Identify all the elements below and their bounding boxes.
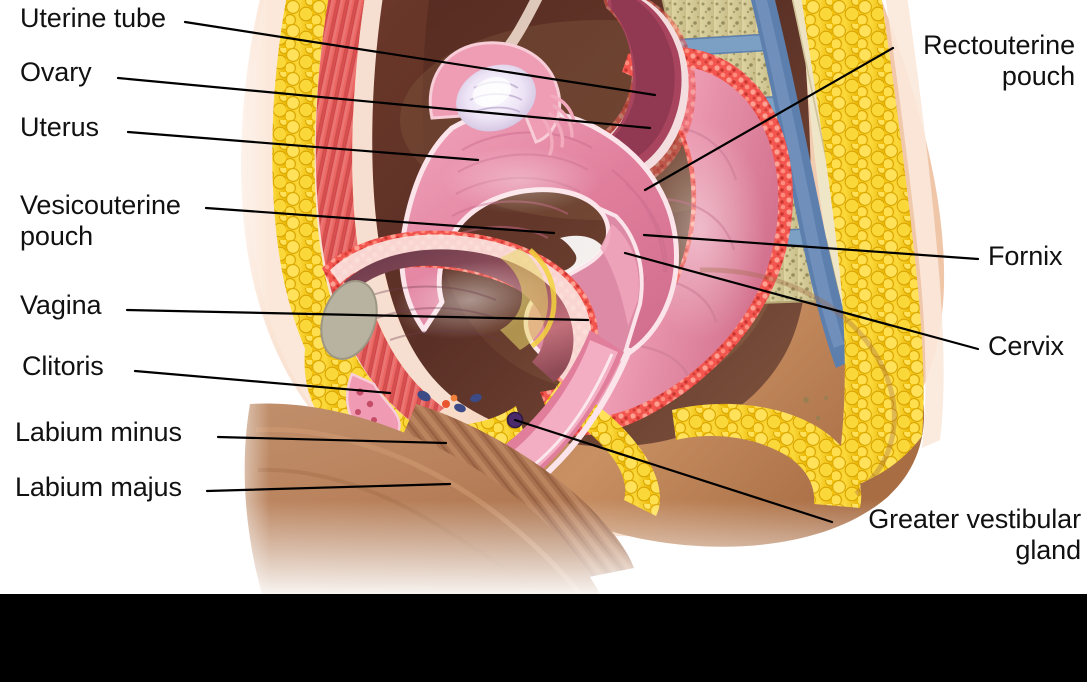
bowel-loop-shading [588,0,675,166]
posterior-fat-pad [801,0,924,492]
ovary-highlight [472,77,512,107]
leader-labium-majus [205,482,452,493]
leader-uterus [126,130,480,162]
label-uterus: Uterus [20,112,99,142]
pubic-bone [320,280,378,360]
illustration-area [0,0,1087,594]
buttock-contour [699,267,897,496]
pelvis-sagittal-illustration [0,0,1087,594]
peritoneum-line [353,0,456,408]
label-greater-vestibular-gland: Greater vestibular gland [868,504,1081,565]
uterus-highlight [440,146,600,214]
left-white-margin [0,0,236,594]
vesicouterine-pouch-line [528,248,557,349]
label-labium-minus: Labium minus [15,417,182,447]
label-cervix: Cervix [988,331,1064,361]
leader-greater-vestibular-gland [513,418,834,524]
leader-lines [116,20,980,524]
vesicouterine-pouch [500,248,548,350]
leader-rectouterine-pouch [643,46,895,192]
fascia-layer [247,0,402,468]
leader-fornix [642,233,980,261]
label-vagina: Vagina [20,290,102,320]
leader-labium-minus [216,435,448,445]
right-white-margin [946,0,1087,594]
ischiorectal-fat [672,403,862,508]
left-edge-fade [236,0,270,594]
leader-cervix [623,251,980,351]
label-labium-majus: Labium majus [15,472,182,502]
label-clitoris: Clitoris [22,351,104,381]
leader-clitoris [133,369,392,395]
leader-uterine-tube [183,20,657,97]
leader-ovary [116,76,652,130]
bottom-letterbox-bar [0,594,1087,682]
leader-vesicouterine-pouch [204,206,556,235]
spinal-cord [754,0,844,348]
label-uterine-tube: Uterine tube [20,3,166,33]
vestibular-vessels [417,390,482,413]
label-vesicouterine-pouch: Vesicouterine pouch [20,190,181,251]
bladder-highlight [392,260,548,340]
label-rectouterine-pouch: Rectouterine pouch [923,30,1075,91]
fimbriae [542,94,576,156]
fornix [600,224,639,326]
leader-vagina [125,308,590,322]
label-fornix: Fornix [988,241,1063,271]
label-ovary: Ovary [20,57,92,87]
